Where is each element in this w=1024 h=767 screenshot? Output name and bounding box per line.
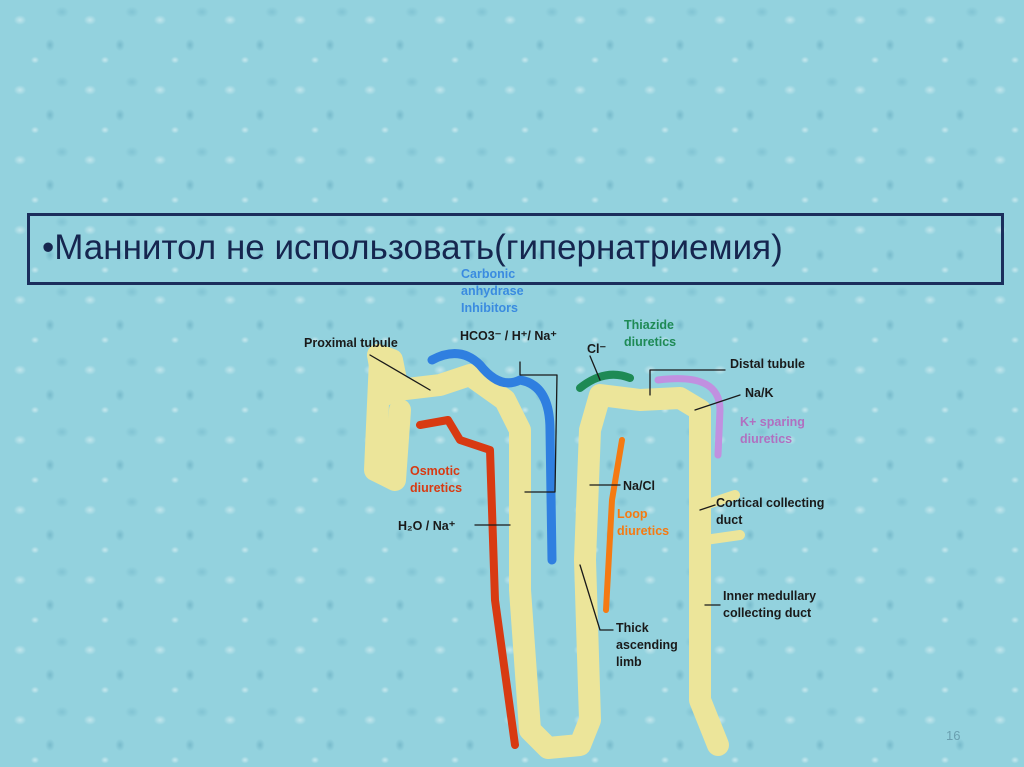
label-carbonic-1: Carbonic: [461, 267, 515, 281]
label-carbonic-3: Inhibitors: [461, 301, 518, 315]
label-cortical-2: duct: [716, 513, 743, 527]
label-inner-2: collecting duct: [723, 606, 812, 620]
label-cl: Cl⁻: [587, 342, 607, 356]
pointer-lines: [369, 354, 741, 631]
label-distal: Distal tubule: [730, 357, 805, 371]
label-loop-1: Loop: [617, 507, 648, 521]
label-h2o: H₂O / Na⁺: [398, 519, 456, 533]
label-osmotic-2: diuretics: [410, 481, 462, 495]
carbonic-anhydrase-band: [427, 349, 557, 565]
label-osmotic-1: Osmotic: [410, 464, 460, 478]
label-inner-1: Inner medullary: [723, 589, 816, 603]
label-carbonic-2: anhydrase: [461, 284, 524, 298]
title-box: •Маннитол не использовать(гипернатриемия…: [27, 213, 1004, 285]
loop-band: [603, 437, 625, 613]
slide-title: •Маннитол не использовать(гипернатриемия…: [42, 228, 783, 267]
label-cortical-1: Cortical collecting: [716, 496, 824, 510]
ksparing-band: [654, 375, 724, 459]
page-number: 16: [946, 728, 961, 743]
label-thiazide-1: Thiazide: [624, 318, 674, 332]
label-nak: Na/K: [745, 386, 773, 400]
label-hco3: HCO3⁻ / H⁺/ Na⁺: [460, 329, 557, 343]
label-thick-1: Thick: [616, 621, 649, 635]
label-ksparing-1: K+ sparing: [740, 415, 805, 429]
osmotic-band: [416, 416, 519, 749]
collecting-duct-branches: [700, 490, 745, 545]
label-thiazide-2: diuretics: [624, 335, 676, 349]
label-nacl: Na/Cl: [623, 479, 655, 493]
label-proximal: Proximal tubule: [304, 336, 398, 350]
proximal-tubule-shape: [367, 344, 729, 759]
thiazide-band: [576, 370, 634, 392]
label-loop-2: diuretics: [617, 524, 669, 538]
label-thick-2: ascending: [616, 638, 678, 652]
label-ksparing-2: diuretics: [740, 432, 792, 446]
label-thick-3: limb: [616, 655, 642, 669]
